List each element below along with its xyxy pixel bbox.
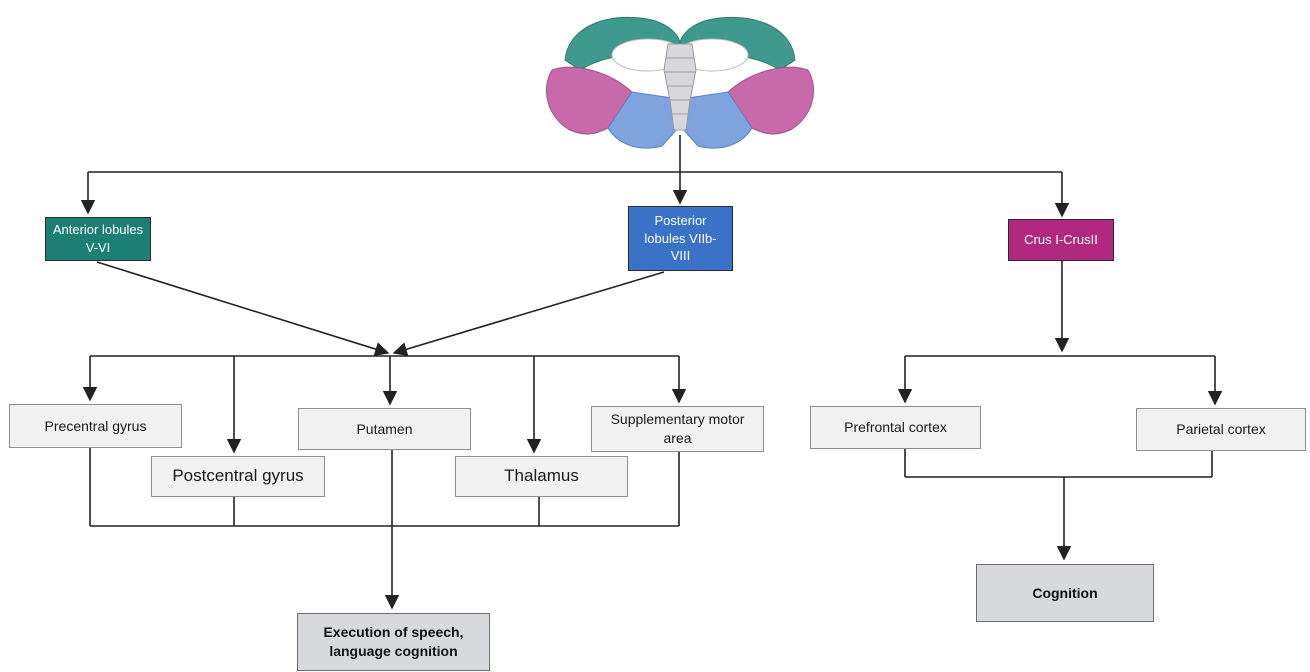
thalamus-box: Thalamus — [455, 456, 628, 497]
crus-box: Crus I-CrusII — [1008, 219, 1114, 261]
speech-outcome-box: Execution of speech, language cognition — [297, 613, 490, 671]
cerebellum-illustration — [545, 16, 815, 149]
supplementary-motor-area-box: Supplementary motor area — [591, 406, 764, 452]
posterior-lobules-box: Posterior lobules VIIb-VIII — [628, 206, 733, 271]
prefrontal-cortex-box: Prefrontal cortex — [810, 406, 981, 449]
anterior-lobules-box: Anterior lobules V-VI — [45, 217, 151, 261]
precentral-gyrus-box: Precentral gyrus — [9, 404, 182, 448]
cognition-outcome-box: Cognition — [976, 564, 1154, 622]
postcentral-gyrus-box: Postcentral gyrus — [151, 456, 325, 497]
putamen-box: Putamen — [298, 408, 471, 450]
parietal-cortex-box: Parietal cortex — [1136, 408, 1306, 451]
